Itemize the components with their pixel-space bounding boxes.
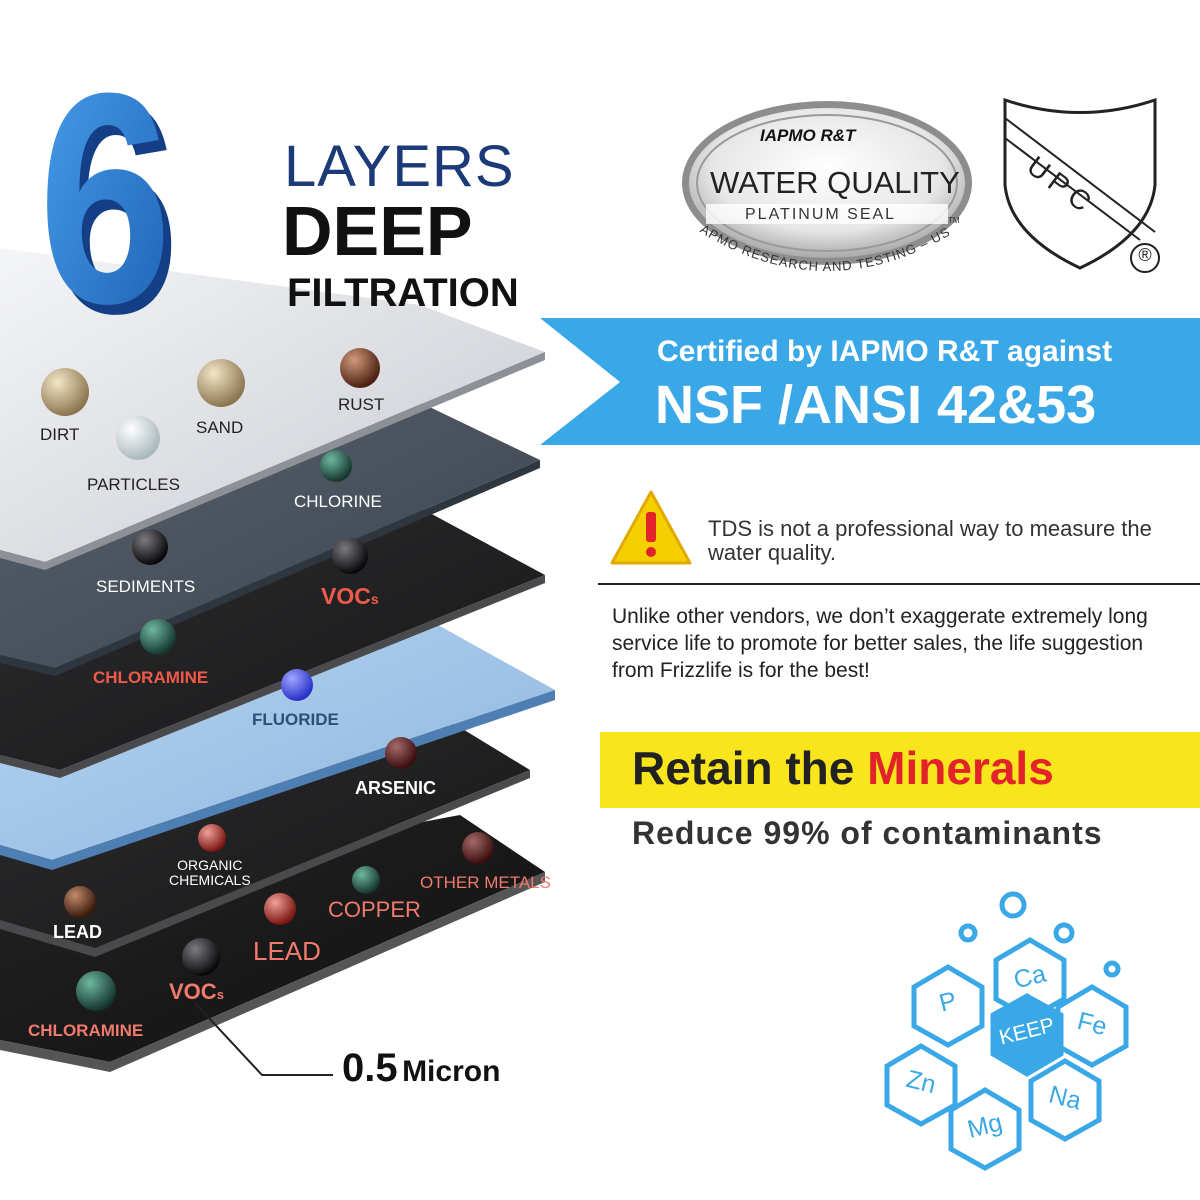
sediments-ball [132,529,168,565]
chloramine-ball-1 [140,619,176,655]
warning-icon [610,490,692,565]
label-lead-1: LEAD [53,922,102,942]
label-chlorine: CHLORINE [294,492,382,511]
mineral-hexagons [884,937,1129,1171]
minerals-headline-highlight: Minerals [867,742,1054,794]
hex-keep [990,993,1064,1077]
headline-layers: LAYERS [284,134,515,199]
micron-label: 0.5 Micron [342,1048,500,1088]
iapmo-seal [682,101,972,265]
svg-text:6: 6 [46,40,179,376]
label-vocs-1-main: VOC [321,583,371,609]
fluoride-ball [281,669,313,701]
label-sand: SAND [196,418,244,437]
hex-zn [884,1043,958,1127]
hex-ca [993,937,1067,1021]
micron-value: 0.5 [342,1046,398,1090]
label-particles: PARTICLES [87,475,180,494]
label-rust: RUST [338,395,385,414]
seal-brand: IAPMO R&T [760,126,856,145]
label-chloramine-2: CHLORAMINE [28,1021,144,1040]
seal-title: WATER QUALITY [710,165,960,200]
certified-line: Certified by IAPMO R&T against [657,335,1113,368]
other-metals-ball [462,832,494,864]
label-sediments: SEDIMENTS [96,577,196,596]
hex-p [911,964,985,1048]
certification-banner [540,318,1200,445]
label-vocs-2: VOCs [169,979,224,1005]
hex-fe [1055,984,1129,1068]
rust-ball [340,348,380,388]
label-dirt: DIRT [40,425,80,444]
sand-ball [197,359,245,407]
seal-tm: TM [948,216,960,225]
seal-subtitle: PLATINUM SEAL [745,206,897,223]
tds-notice: TDS is not a professional way to measure… [708,516,1152,565]
particles-ball [116,416,160,460]
vendor-notice: Unlike other vendors, we don’t exaggerat… [612,605,1148,682]
label-organic-chemicals: ORGANIC CHEMICALS [169,858,251,888]
reduce-contaminants: Reduce 99% of contaminants [632,815,1103,851]
label-copper: COPPER [328,897,421,922]
micron-callout-line [194,1002,333,1076]
number-six-graphic: 6 6 [38,30,179,376]
svg-text:6: 6 [38,30,171,366]
lead-ball-1 [64,886,96,918]
micron-unit: Micron [402,1055,501,1088]
headline-deep: DEEP [282,192,473,270]
chlorine-ball [320,450,352,482]
upc-shield-icon [1003,97,1160,273]
nsf-ansi-line: NSF /ANSI 42&53 [655,375,1097,435]
label-organic-line2: CHEMICALS [169,872,251,888]
label-organic-line1: ORGANIC [177,857,243,873]
vocs-ball-2 [182,938,220,976]
hex-na [1028,1058,1102,1142]
label-chloramine-1: CHLORAMINE [93,668,209,687]
organic-ball [198,824,226,852]
label-vocs-1-sub: s [370,591,379,607]
copper-ball [352,866,380,894]
label-vocs-2-main: VOC [169,979,217,1004]
label-arsenic: ARSENIC [355,778,437,798]
contaminant-balls [41,348,494,1011]
label-lead-2: LEAD [253,936,321,966]
upc-registered-mark: ® [1138,245,1152,265]
label-vocs-2-sub: s [216,987,224,1002]
dirt-ball [41,368,89,416]
layer-1-silver [0,248,545,562]
headline-filtration: FILTRATION [287,271,519,315]
vocs-ball-1 [332,538,368,574]
arsenic-ball [385,737,417,769]
chloramine-ball-2 [76,971,116,1011]
lead-ball-2 [264,893,296,925]
minerals-headline: Retain the Minerals [632,743,1054,794]
label-fluoride: FLUORIDE [252,710,339,729]
label-other-metals: OTHER METALS [420,873,551,892]
bubbles [958,891,1121,978]
minerals-headline-prefix: Retain the [632,742,868,794]
label-vocs-1: VOCs [321,583,379,610]
minerals-banner [600,732,1200,808]
